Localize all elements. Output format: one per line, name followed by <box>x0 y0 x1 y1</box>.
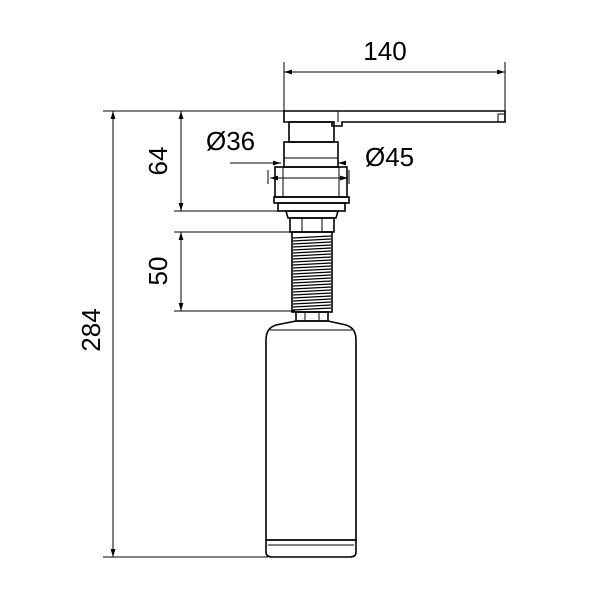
thread-line <box>292 280 332 284</box>
dim-overall-height-label: 284 <box>76 308 106 351</box>
thread-line <box>292 292 332 296</box>
thread-line <box>292 274 332 278</box>
pump-head <box>283 110 506 127</box>
thread-line <box>292 271 332 275</box>
thread-line <box>292 304 332 308</box>
dim-diameter-small: Ø36 <box>206 126 346 166</box>
thread-line <box>292 307 332 311</box>
dim-diameter-large-label: Ø45 <box>365 142 414 172</box>
thread-line <box>292 277 332 281</box>
thread-line <box>292 301 332 305</box>
lock-nut <box>289 217 335 233</box>
dim-thread-length-label: 50 <box>143 257 173 286</box>
pump-neck <box>283 121 339 168</box>
thread-line <box>292 283 332 287</box>
thread-line <box>292 241 332 245</box>
thread-line <box>292 256 332 260</box>
thread-line <box>292 298 332 302</box>
dim-overall-height: 284 <box>76 110 285 558</box>
dim-top-height: 64 <box>143 111 278 212</box>
dim-top-height-label: 64 <box>143 147 173 176</box>
dim-diameter-large: Ø45 <box>267 142 414 184</box>
thread-line <box>292 238 332 242</box>
thread-line <box>292 286 332 290</box>
thread-line <box>292 253 332 257</box>
soap-bottle <box>265 320 357 558</box>
thread-line <box>292 244 332 248</box>
thread-line <box>292 295 332 299</box>
dim-diameter-small-label: Ø36 <box>206 126 255 156</box>
thread-line <box>292 289 332 293</box>
thread-line <box>292 250 332 254</box>
thread-line <box>292 265 332 269</box>
dim-spout-length-label: 140 <box>363 36 406 66</box>
thread-line <box>292 235 332 239</box>
threaded-shank <box>291 231 333 322</box>
thread-line <box>292 247 332 251</box>
mounting-collar <box>273 166 350 219</box>
thread-line <box>292 259 332 263</box>
dim-spout-length: 140 <box>283 36 506 112</box>
thread-line <box>292 268 332 272</box>
dim-thread-length: 50 <box>143 231 295 312</box>
thread-line <box>292 262 332 266</box>
